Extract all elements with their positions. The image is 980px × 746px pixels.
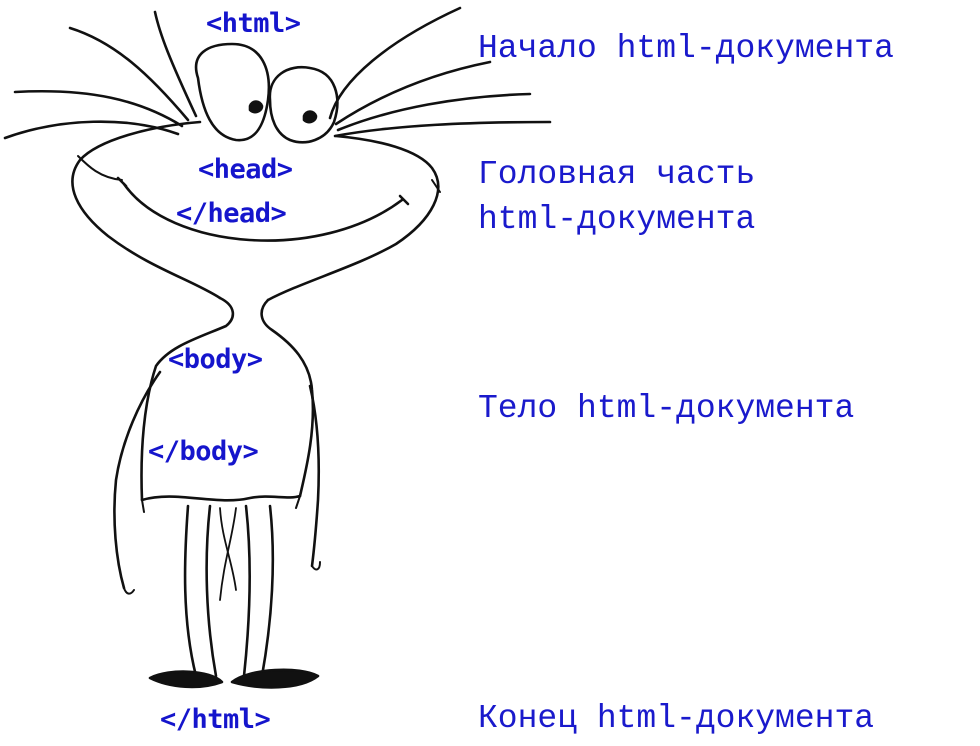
note-head-line2: html-документа [478,201,756,238]
head [71,120,441,302]
feet [148,668,320,689]
body-close-tag: </body> [148,436,259,467]
note-end: Конец html-документа [478,700,875,737]
eyes [194,42,339,144]
note-body: Тело html-документа [478,390,855,427]
head-close-tag: </head> [176,198,287,229]
torso [140,296,315,513]
head-open-tag: <head> [198,154,293,185]
note-start: Начало html-документа [478,30,894,67]
html-close-tag: </html> [160,704,271,735]
arms [113,370,321,595]
legs [183,504,275,678]
note-head-line1: Головная часть [478,156,756,193]
body-open-tag: <body> [168,344,263,375]
html-open-tag: <html> [206,8,301,39]
